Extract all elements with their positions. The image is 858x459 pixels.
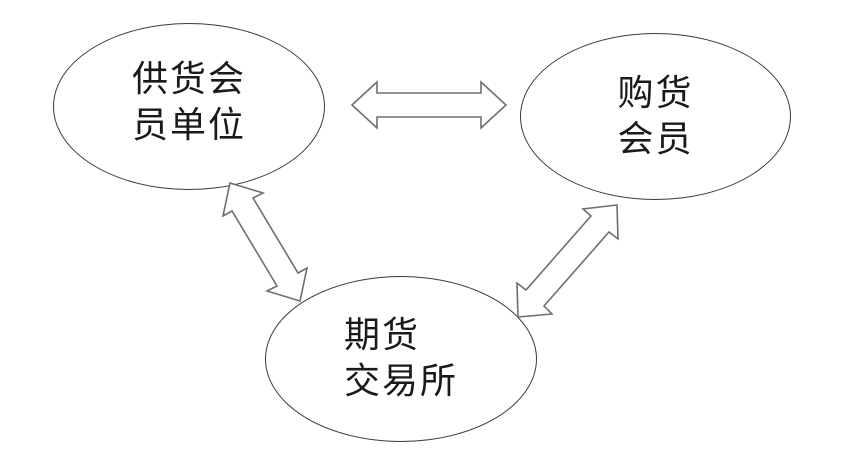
node-futures-exchange: 期货 交易所 (265, 276, 537, 442)
node-label-line: 交易所 (343, 361, 458, 402)
double-arrow-supplier-purchaser (350, 80, 508, 130)
node-label-line: 期货 (343, 315, 420, 356)
double-arrow-supplier-exchange (221, 181, 309, 303)
node-purchasing-member: 购货 会员 (520, 33, 791, 200)
node-label-line: 会员 (617, 118, 694, 160)
node-label-line: 供货会 (131, 58, 246, 100)
node-label-line: 购货 (617, 72, 694, 114)
node-supplier-member-unit: 供货会 员单位 (53, 23, 325, 190)
node-label-line: 员单位 (131, 104, 246, 146)
node-supplier-label: 供货会 员单位 (132, 57, 246, 149)
double-arrow-exchange-purchaser (516, 204, 619, 318)
node-exchange-label: 期货 交易所 (344, 313, 458, 405)
node-purchaser-label: 购货 会员 (617, 71, 693, 163)
